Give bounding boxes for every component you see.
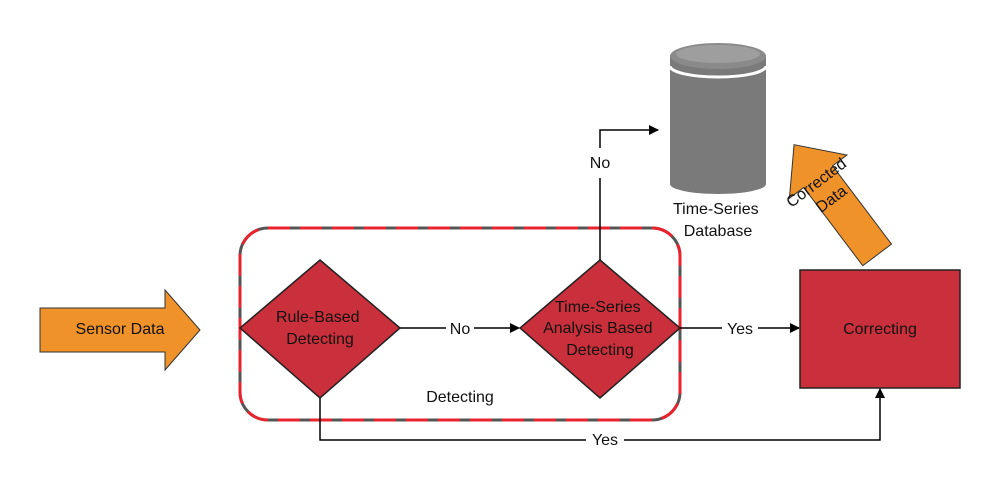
corrected-data-arrow <box>788 144 893 267</box>
rule-based-detecting-diamond <box>238 259 402 399</box>
correcting-label: Correcting <box>843 321 917 338</box>
ts-analysis-label-line3: Detecting <box>566 342 634 359</box>
ts-analysis-label-line1: Time-Series <box>555 299 641 316</box>
correcting-box <box>799 269 961 389</box>
time-series-database-cylinder <box>668 43 768 194</box>
edge-rule-to-correcting-b <box>624 388 885 441</box>
edge-ts-to-db-label: No <box>590 155 611 172</box>
detecting-group-label: Detecting <box>426 389 494 406</box>
ts-analysis-label: Time-Series Analysis Based Detecting <box>543 299 657 359</box>
edge-ts-to-db-b <box>599 125 659 148</box>
detecting-group-border <box>238 226 682 422</box>
sensor-data-arrow <box>39 288 201 372</box>
database-label: Time-Series Database <box>673 201 763 240</box>
sensor-data-label: Sensor Data <box>76 321 165 338</box>
rule-based-label-line2: Detecting <box>286 331 354 348</box>
ts-analysis-label-line2: Analysis Based <box>543 320 652 337</box>
edge-ts-to-correcting-label: Yes <box>727 321 753 338</box>
edge-rule-to-ts-label: No <box>450 321 471 338</box>
rule-based-label: Rule-Based Detecting <box>276 309 364 348</box>
edge-rule-to-correcting-a <box>319 398 586 441</box>
database-label-line1: Time-Series <box>673 201 759 218</box>
database-label-line2: Database <box>684 223 753 240</box>
rule-based-label-line1: Rule-Based <box>276 309 360 326</box>
ts-analysis-detecting-diamond <box>518 259 682 399</box>
edge-rule-to-correcting-label: Yes <box>592 432 618 449</box>
